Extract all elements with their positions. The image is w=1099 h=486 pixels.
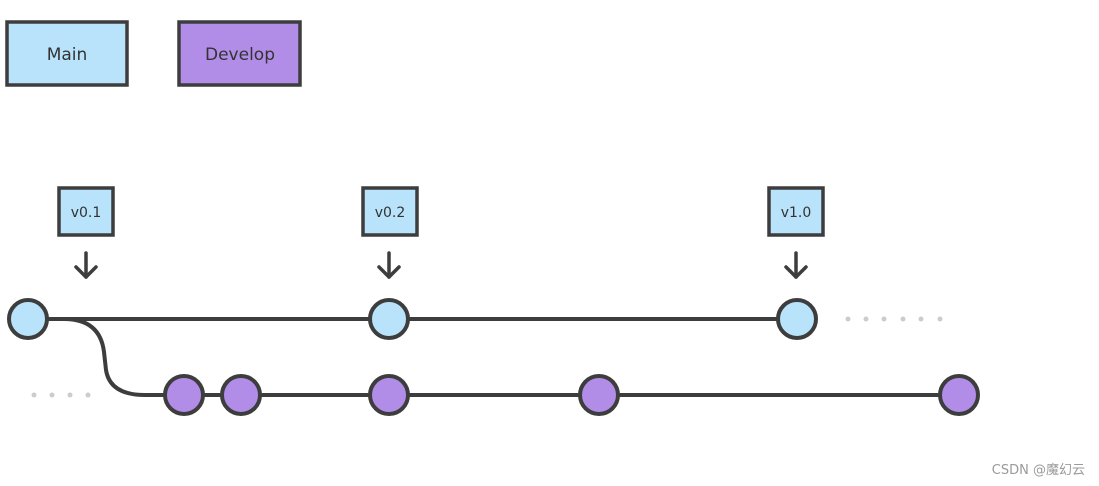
tag-v1-0-box xyxy=(767,186,825,237)
legend-develop-label: Develop xyxy=(205,45,275,65)
develop-fork-curve xyxy=(50,317,184,397)
tag-v1-0: v1.0 xyxy=(767,186,825,279)
main-commit xyxy=(776,298,818,340)
tag-v0-2: v0.2 xyxy=(361,186,419,279)
develop-commit xyxy=(368,374,410,416)
legend-develop-swatch xyxy=(177,20,302,87)
branch-lines xyxy=(28,317,959,397)
tag-v0-2-label: v0.2 xyxy=(375,205,406,221)
tag-v0-2-arrow-icon xyxy=(377,251,401,279)
develop-history-dots xyxy=(31,392,91,398)
legend-develop: Develop xyxy=(177,20,302,87)
main-commits xyxy=(7,298,818,340)
legend-main: Main xyxy=(5,20,129,87)
tag-v0-2-box xyxy=(361,186,419,237)
legend: Main Develop xyxy=(5,20,302,87)
develop-commit xyxy=(163,374,205,416)
main-commit xyxy=(7,298,49,340)
main-commit xyxy=(368,298,410,340)
legend-main-swatch xyxy=(5,20,129,87)
watermark-text: CSDN @魔幻云 xyxy=(991,463,1085,478)
tag-v0-1: v0.1 xyxy=(57,186,115,279)
tag-v1-0-arrow-icon xyxy=(784,251,808,279)
tag-v0-1-box xyxy=(57,186,115,237)
develop-commit xyxy=(938,374,980,416)
tag-v0-1-label: v0.1 xyxy=(71,205,102,221)
legend-main-label: Main xyxy=(47,45,88,65)
develop-commit xyxy=(578,374,620,416)
develop-commit xyxy=(220,374,262,416)
main-continuation-dots xyxy=(845,316,943,322)
develop-commits xyxy=(163,374,980,416)
tag-v1-0-label: v1.0 xyxy=(781,205,812,221)
tag-v0-1-arrow-icon xyxy=(74,251,98,279)
